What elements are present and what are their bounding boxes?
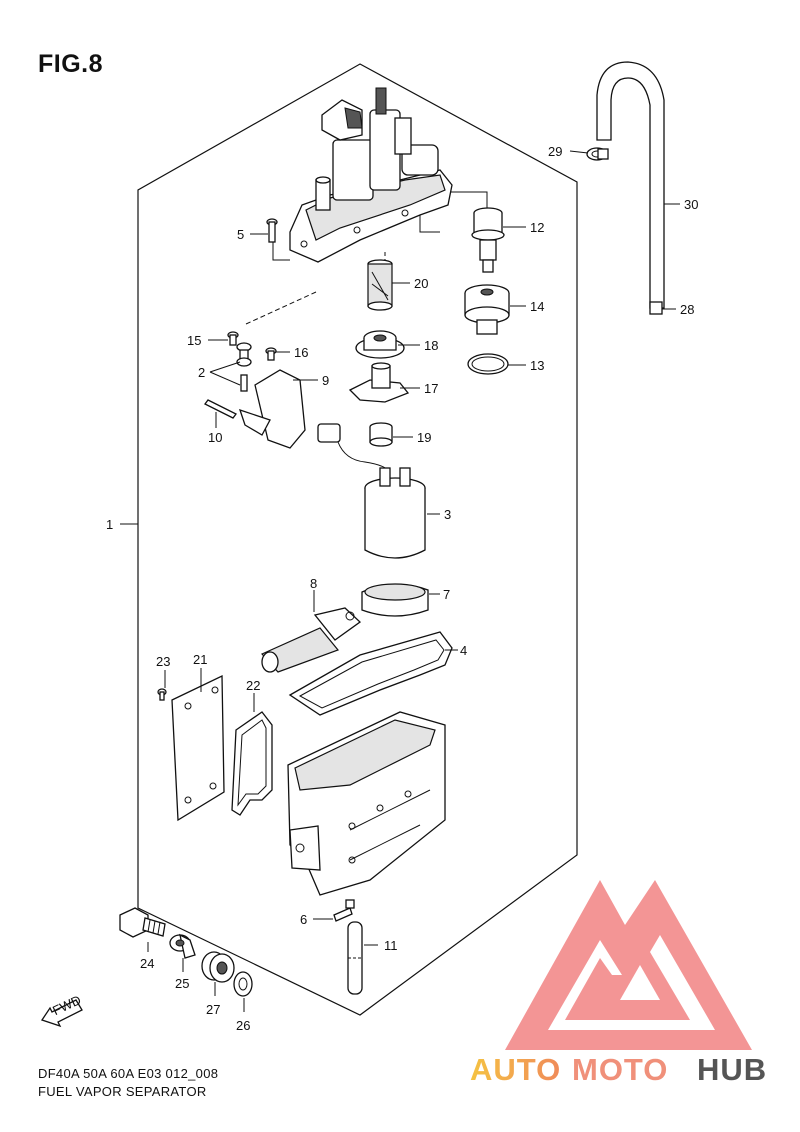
callout-16: 16	[294, 345, 308, 360]
part-6-screw	[333, 899, 355, 922]
callout-22: 22	[246, 678, 260, 693]
callout-17: 17	[424, 381, 438, 396]
figure-title: FIG.8	[38, 50, 104, 78]
callout-7: 7	[443, 587, 450, 602]
callout-8: 8	[310, 576, 317, 591]
part-14-damper	[464, 284, 510, 335]
part-7-float	[361, 583, 429, 617]
callout-5: 5	[237, 227, 244, 242]
part-20-filter	[367, 259, 393, 311]
part-18-seal	[355, 330, 405, 359]
callout-19: 19	[417, 430, 431, 445]
part-25-collar	[169, 933, 196, 959]
watermark-auto: AUTO	[470, 1052, 561, 1087]
part-4-gasket	[288, 631, 453, 716]
callout-23: 23	[156, 654, 170, 669]
part-16-screw	[265, 347, 277, 361]
callout-28: 28	[680, 302, 694, 317]
top-cover-assembly	[289, 87, 453, 263]
part-27-grommet	[201, 951, 235, 983]
watermark-logo	[505, 880, 752, 1050]
callout-13: 13	[530, 358, 544, 373]
callout-25: 25	[175, 976, 189, 991]
part-15-screw	[227, 331, 239, 346]
part-13-o-ring	[467, 353, 509, 375]
callout-12: 12	[530, 220, 544, 235]
part-22-gasket	[231, 711, 273, 816]
leader-lines	[120, 150, 680, 1012]
callout-27: 27	[206, 1002, 220, 1017]
callout-20: 20	[414, 276, 428, 291]
callout-14: 14	[530, 299, 544, 314]
part-21-plate	[171, 674, 225, 822]
callout-4: 4	[460, 643, 467, 658]
part-19-grommet	[369, 422, 393, 447]
callout-6: 6	[300, 912, 307, 927]
callout-9: 9	[322, 373, 329, 388]
part-9-float-bracket	[238, 369, 306, 449]
callout-26: 26	[236, 1018, 250, 1033]
callout-18: 18	[424, 338, 438, 353]
figure-caption: FUEL VAPOR SEPARATOR	[38, 1084, 207, 1099]
part-17-plate	[348, 362, 410, 403]
callout-30: 30	[684, 197, 698, 212]
part-2-sensor	[236, 342, 252, 392]
part-5-screw	[266, 218, 278, 243]
callout-10: 10	[208, 430, 222, 445]
callout-labels: 1 2 3 4 5 6 7 8 9 10 11 12 13 14 15 16 1…	[106, 144, 698, 1033]
callout-15: 15	[187, 333, 201, 348]
watermark-moto: MOTO	[572, 1052, 668, 1087]
figure-code: DF40A 50A 60A E03 012_008	[38, 1066, 219, 1081]
watermark-hub: HUB	[697, 1052, 767, 1087]
part-26-washer	[233, 971, 253, 997]
watermark-text: AUTO MOTO HUB	[470, 1052, 767, 1087]
callout-24: 24	[140, 956, 154, 971]
part-3-fuel-pump	[317, 423, 426, 559]
callout-3: 3	[444, 507, 451, 522]
part-10-pin	[204, 399, 237, 419]
guide-lines	[245, 191, 488, 325]
callout-11: 11	[384, 938, 398, 953]
part-11-hose	[347, 921, 363, 995]
fwd-arrow: FWD	[40, 992, 83, 1028]
part-28-hose-end	[649, 301, 663, 315]
part-23-screw	[157, 688, 167, 701]
part-30-hose	[596, 61, 665, 309]
part-29-clamp	[586, 147, 609, 161]
callout-29: 29	[548, 144, 562, 159]
part-12-fitting	[471, 207, 505, 273]
assembly-frame	[137, 63, 578, 1016]
part-24-bolt	[119, 907, 166, 938]
callout-21: 21	[193, 652, 207, 667]
callout-1: 1	[106, 517, 113, 532]
separator-case	[287, 711, 446, 896]
callout-2: 2	[198, 365, 205, 380]
part-8-strainer	[261, 607, 362, 673]
